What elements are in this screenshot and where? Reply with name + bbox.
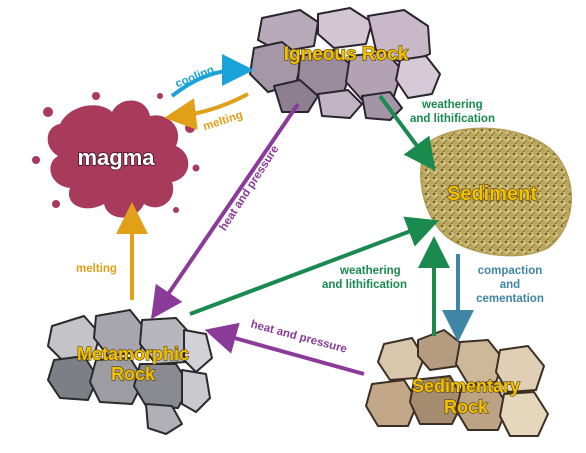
sediment-illustration xyxy=(420,127,573,257)
melting-arrow-top xyxy=(164,92,249,131)
metamorphic-rock-label-line1: Metamorphic xyxy=(77,344,189,364)
melting-label-top: melting xyxy=(202,109,245,133)
heat-pressure-label-bottom: heat and pressure xyxy=(249,318,348,355)
weathering-arrow-top xyxy=(378,94,436,171)
weathering-label-middle-line1: weathering xyxy=(339,265,401,277)
igneous-rock-label: Igneous Rock xyxy=(284,44,409,65)
heat-pressure-label-diagonal: heat and pressure xyxy=(217,144,281,234)
compaction-label-line1: compaction xyxy=(478,265,543,277)
weathering-label-middle-line2: and lithification xyxy=(322,279,407,291)
weathering-label-top-line2: and lithification xyxy=(410,113,495,125)
sedimentary-rock-label-line1: Sedimentary xyxy=(412,376,520,396)
igneous-rock-illustration xyxy=(249,7,441,121)
magma-illustration xyxy=(32,92,200,230)
sediment-label: Sediment xyxy=(447,183,537,205)
metamorphic-rock-label-line2: Rock xyxy=(111,364,156,384)
weathering-arrow-middle xyxy=(189,216,439,316)
metamorphic-rock-illustration xyxy=(47,309,213,435)
heat-pressure-arrow-diagonal xyxy=(150,102,300,320)
melting-label-left: melting xyxy=(76,263,117,275)
cooling-arrow xyxy=(170,54,254,98)
compaction-label-line2: and xyxy=(500,279,520,291)
heat-pressure-arrow-bottom xyxy=(204,322,365,376)
cooling-label: cooling xyxy=(174,64,216,90)
weathering-label-top-line1: weathering xyxy=(421,99,483,111)
compaction-label-line3: cementation xyxy=(476,293,544,305)
magma-label: magma xyxy=(77,145,155,170)
sedimentary-rock-label-line2: Rock xyxy=(444,397,489,417)
